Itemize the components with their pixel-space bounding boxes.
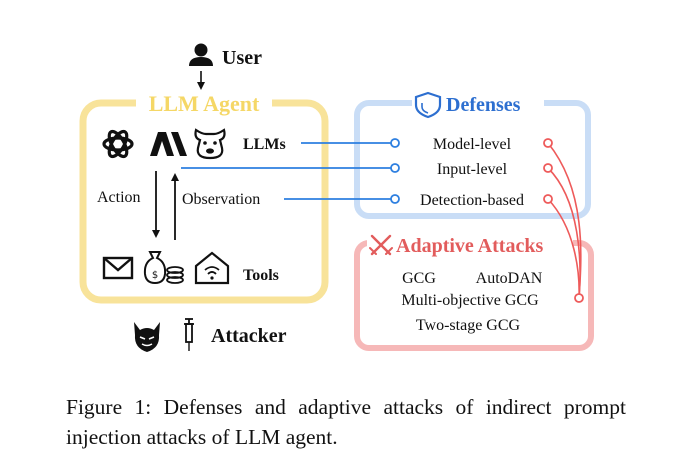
- defense-connector: [390, 138, 400, 148]
- swords-icon: [369, 234, 393, 256]
- user-label: User: [222, 47, 262, 69]
- attack-item: AutoDAN: [476, 270, 543, 287]
- attack-item: Two-stage GCG: [416, 317, 521, 334]
- attack-connector: [543, 194, 553, 204]
- tools-label: Tools: [243, 267, 279, 284]
- figure-caption: Figure 1: Defenses and adaptive attacks …: [66, 395, 626, 449]
- anthropic-icon: [150, 132, 187, 156]
- syringe-icon: [184, 318, 194, 351]
- devil-icon: [134, 322, 160, 352]
- shield-icon: [414, 91, 442, 119]
- defense-item: Model-level: [433, 136, 512, 153]
- attack-connector: [543, 163, 553, 173]
- attack-connector: [543, 138, 553, 148]
- agent-title: LLM Agent: [149, 91, 260, 116]
- smart-home-icon: [194, 251, 230, 285]
- defense-connector: [390, 163, 400, 173]
- defense-links: [181, 142, 392, 200]
- attack-connector: [574, 293, 584, 303]
- money-bag-icon: $: [143, 251, 184, 285]
- action-label: Action: [97, 189, 141, 206]
- svg-text:$: $: [152, 270, 158, 281]
- user-icon: [189, 43, 213, 66]
- llama-icon: [194, 128, 226, 160]
- openai-icon: [102, 129, 134, 159]
- attacker-label: Attacker: [211, 325, 287, 347]
- defense-item: Input-level: [437, 161, 508, 178]
- llms-label: LLMs: [243, 136, 286, 153]
- mail-icon: [102, 256, 134, 280]
- defense-connector: [390, 194, 400, 204]
- attack-item: Multi-objective GCG: [401, 292, 539, 309]
- observation-label: Observation: [182, 191, 260, 208]
- attack-item: GCG: [402, 270, 436, 287]
- diagram: User LLM Agent LLMs Action Observation $: [79, 43, 594, 352]
- attack-links: [547, 142, 582, 299]
- defense-item: Detection-based: [420, 192, 524, 209]
- defenses-title: Defenses: [446, 94, 521, 116]
- attacks-title: Adaptive Attacks: [396, 235, 543, 257]
